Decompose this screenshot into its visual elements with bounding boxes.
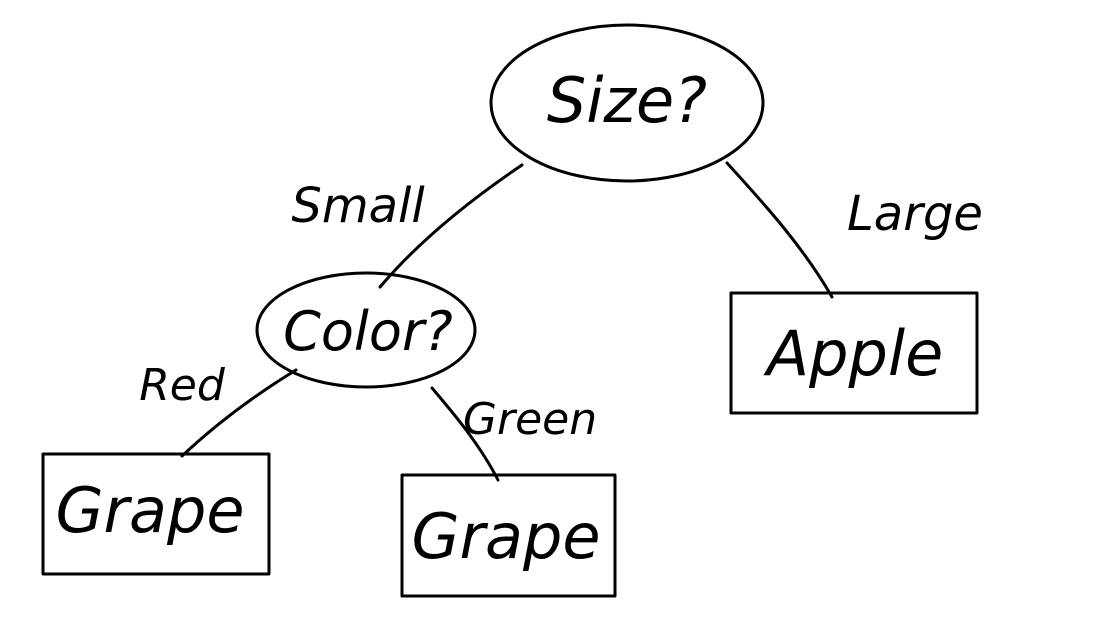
size-question-label: Size? [547,64,707,137]
edge-color-to-grape-green [430,386,500,482]
grape-green-leaf-label: Grape [411,500,600,573]
edge-label-red: Red [139,360,226,411]
edge-label-green: Green [463,394,597,445]
size-question-node [489,23,765,183]
edge-label-small: Small [291,178,425,234]
color-question-label: Color? [283,300,453,363]
edge-label-large: Large [847,186,983,242]
grape-green-leaf-node [400,473,617,598]
grape-red-leaf-label: Grape [55,474,244,547]
edge-color-to-grape-red [180,368,298,458]
grape-red-leaf-node [41,452,271,576]
edge-size-to-apple [725,161,834,299]
apple-leaf-node [729,291,979,415]
color-question-node [255,271,477,389]
apple-leaf-label: Apple [763,317,944,390]
edge-size-to-color [378,163,524,289]
